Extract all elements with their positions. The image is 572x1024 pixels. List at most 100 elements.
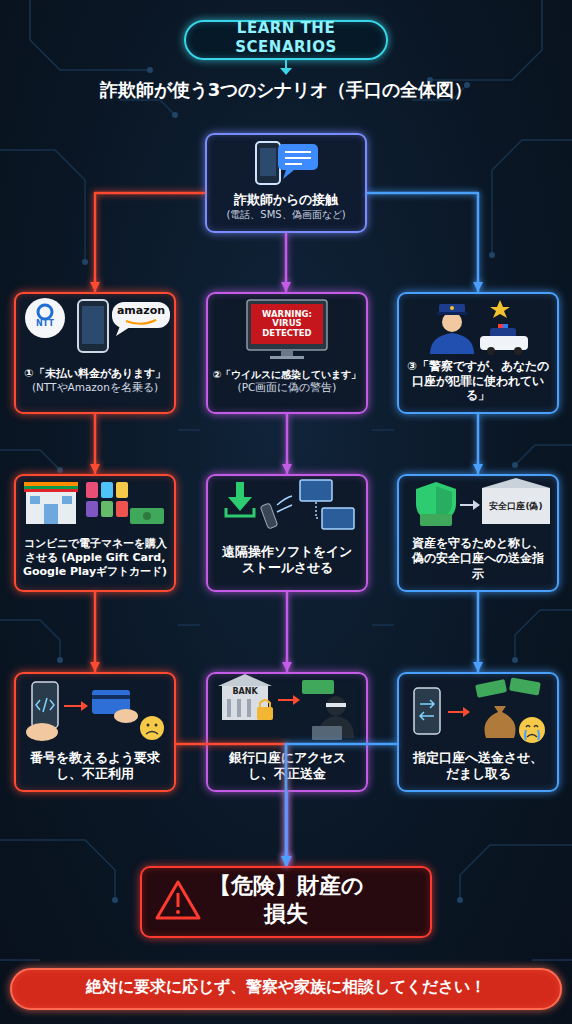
node-text: LEARN THE SCENARIOS	[192, 19, 380, 57]
store-giftcard-icon	[44, 504, 58, 524]
phone-card-icon	[32, 682, 58, 728]
flow-arrow	[477, 592, 480, 672]
phone-card-icon	[92, 695, 130, 699]
remote-control-icon	[322, 508, 354, 529]
police-icon	[503, 324, 508, 328]
bank-thief-icon	[302, 680, 334, 694]
phone-chat-icon	[285, 151, 311, 153]
circuit-node	[57, 657, 63, 663]
shield-bank-icon	[416, 478, 550, 526]
transfer-loss-icon	[538, 730, 539, 740]
bank-thief-icon	[312, 726, 342, 740]
store-giftcard-icon	[116, 482, 128, 498]
police-icon	[430, 300, 528, 355]
transfer-loss-icon	[414, 677, 545, 743]
title-arrow	[285, 60, 287, 69]
store-giftcard-icon	[24, 482, 78, 486]
shield-bank-icon	[482, 488, 550, 524]
ntt-amazon-icon	[25, 298, 65, 338]
node-text: 指定口座へ送金させ、だまし取る	[407, 750, 549, 782]
store-giftcard-icon	[130, 508, 164, 524]
shield-bank-icon	[436, 486, 452, 522]
bank-thief-icon	[257, 707, 273, 720]
remote-control-icon	[236, 482, 244, 498]
bank-thief-icon	[218, 674, 354, 740]
circuit-trace	[460, 845, 572, 900]
warning-monitor-icon	[251, 304, 323, 344]
ntt-amazon-icon	[82, 306, 104, 344]
phone-card-icon	[36, 698, 54, 712]
transfer-loss-icon	[525, 730, 526, 740]
node-subtext: (電話、SMS、偽画面など)	[226, 209, 345, 222]
bank-thief-icon	[218, 674, 272, 686]
circuit-trace	[430, 0, 542, 80]
phone-card-icon	[155, 724, 158, 727]
phone-chat-icon	[256, 142, 318, 184]
start-box: 詐欺師からの接触(電話、SMS、偽画面など)	[205, 133, 367, 233]
result-box: 番号を教えるよう要求し、不正利用	[14, 672, 176, 792]
police-icon	[480, 336, 528, 350]
node-subtext: (PC画面に偽の警告)	[238, 381, 337, 394]
circuit-node	[112, 897, 118, 903]
circuit-trace	[30, 0, 150, 70]
transfer-loss-icon	[475, 679, 507, 698]
warning-triangle	[157, 882, 199, 918]
warning-monitor-icon	[270, 356, 304, 359]
phone-chat-icon	[285, 157, 311, 159]
store-giftcard-icon	[86, 482, 98, 498]
node-text: 遠隔操作ソフトをインストールさせる	[216, 544, 358, 576]
store-giftcard-icon	[143, 512, 151, 520]
phone-card-icon	[140, 716, 164, 740]
transfer-loss-icon	[420, 700, 434, 720]
police-icon	[437, 312, 467, 315]
circuit-node	[512, 462, 518, 468]
phone-card-icon	[92, 690, 130, 714]
circuit-node	[82, 259, 88, 265]
phone-chat-icon	[283, 170, 294, 179]
ntt-amazon-icon	[78, 300, 108, 352]
scenario-box: ③「警察ですが、あなたの口座が犯罪に使われている」	[397, 292, 559, 414]
phone-card-icon	[147, 724, 150, 727]
circuit-node	[512, 657, 518, 663]
circuit-node	[489, 252, 495, 258]
circuit-trace	[0, 450, 60, 470]
bank-thief-icon	[222, 686, 268, 720]
transfer-loss-icon	[414, 688, 440, 734]
circuit-trace	[0, 150, 85, 262]
danger-box: 【危険】財産の損失	[140, 866, 432, 938]
police-icon	[514, 347, 522, 355]
phone-chat-icon	[278, 144, 318, 170]
warning-monitor-icon	[247, 300, 327, 350]
circuit-trace	[0, 0, 572, 960]
transfer-loss-icon	[448, 711, 464, 713]
flow-arrow	[95, 193, 205, 292]
bank-thief-icon	[237, 699, 241, 717]
transfer-loss-icon	[463, 707, 470, 717]
remote-control-icon	[228, 497, 252, 511]
warning-triangle	[177, 893, 180, 907]
warning-monitor-icon	[281, 350, 293, 356]
warning-triangle	[176, 910, 180, 914]
flow-arrow	[286, 414, 289, 474]
node-text: 詐欺師からの接触	[234, 192, 338, 209]
flow-arrow	[94, 414, 97, 474]
police-icon	[490, 300, 510, 318]
circuit-trace	[515, 610, 572, 660]
store-giftcard-icon	[101, 501, 113, 517]
ntt-amazon-icon	[25, 298, 170, 352]
circuit-node	[427, 77, 433, 83]
bank-thief-icon	[318, 716, 354, 738]
store-giftcard-icon	[24, 489, 78, 492]
bank-thief-icon	[326, 696, 346, 716]
bank-thief-icon	[278, 699, 294, 701]
title-arrow	[280, 68, 292, 75]
node-text: 番号を教えるよう要求し、不正利用	[24, 750, 166, 782]
circuit-node	[172, 112, 178, 118]
police-icon	[430, 333, 474, 354]
shield-bank-icon	[482, 478, 550, 488]
remote-control-icon	[226, 508, 254, 516]
warning-triangle	[157, 882, 199, 918]
remote-control-icon	[226, 480, 354, 529]
node-text: 絶対に要求に応じず、警察や家族に相談してください！	[86, 977, 486, 997]
